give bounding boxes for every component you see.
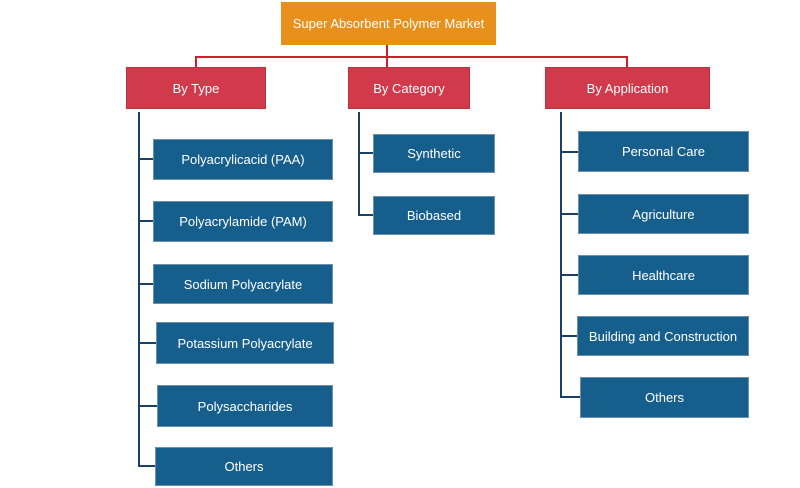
root-connectors [195, 45, 628, 67]
application-item-node: Personal Care [578, 131, 749, 172]
application-item-node: Others [580, 377, 749, 418]
application-item-node: Building and Construction [577, 316, 749, 356]
category-item-node: Synthetic [373, 134, 495, 173]
application-item-node: Agriculture [578, 194, 749, 234]
type-item-node: Polyacrylamide (PAM) [153, 201, 333, 242]
root-node: Super Absorbent Polymer Market [281, 2, 496, 45]
type-item-node: Potassium Polyacrylate [156, 322, 334, 364]
type-item-node: Sodium Polyacrylate [153, 264, 333, 304]
category-node-by-category: By Category [348, 67, 470, 109]
type-item-node: Polysaccharides [157, 385, 333, 427]
category-node-by-application: By Application [545, 67, 710, 109]
type-item-node: Polyacrylicacid (PAA) [153, 139, 333, 180]
type-item-node: Others [155, 447, 333, 486]
branch-connectors [138, 112, 580, 467]
category-item-node: Biobased [373, 196, 495, 235]
category-node-by-type: By Type [126, 67, 266, 109]
application-item-node: Healthcare [578, 255, 749, 295]
